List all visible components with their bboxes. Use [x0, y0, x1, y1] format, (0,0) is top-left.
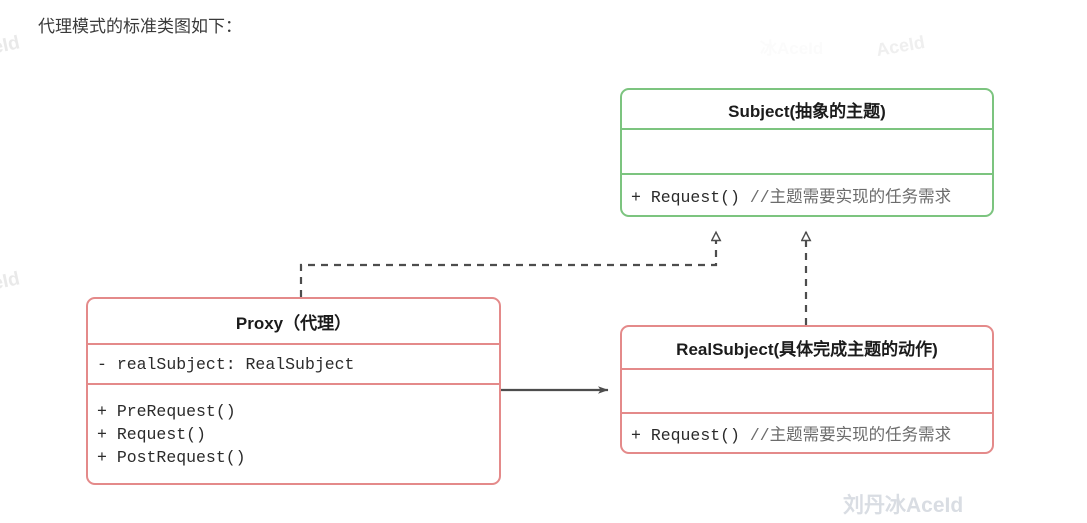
relation-proxy-realizes-subject — [299, 232, 716, 297]
method-row: + PostRequest() — [88, 446, 499, 469]
class-box-subject[interactable]: Subject(抽象的主题) + Request() //主题需要实现的任务需求 — [620, 88, 994, 217]
method-signature: Request() — [650, 426, 740, 445]
method-signature: PostRequest() — [116, 447, 246, 467]
method-visibility: + — [631, 426, 641, 445]
watermark-left-lower: ceId — [0, 268, 22, 297]
class-box-realsubject[interactable]: RealSubject(具体完成主题的动作) + Request() //主题需… — [620, 325, 994, 454]
class-methods-proxy: + PreRequest() + Request() + PostRequest… — [88, 383, 499, 483]
class-attributes-subject — [622, 128, 992, 173]
method-row: + Request() //主题需要实现的任务需求 — [622, 421, 951, 445]
class-methods-subject: + Request() //主题需要实现的任务需求 — [622, 173, 992, 215]
method-visibility: + — [97, 424, 107, 444]
watermark-top-right: AceId — [874, 31, 927, 61]
watermark-top-middle: 冰AceId — [760, 39, 824, 58]
method-visibility: + — [631, 188, 641, 207]
class-box-proxy[interactable]: Proxy（代理） - realSubject: RealSubject + P… — [86, 297, 501, 485]
method-signature: Request() — [650, 188, 740, 207]
attribute-signature: realSubject: RealSubject — [116, 354, 355, 374]
method-row: + Request() — [88, 423, 499, 446]
class-methods-realsubject: + Request() //主题需要实现的任务需求 — [622, 412, 992, 452]
watermark-author: 刘丹冰AceId — [843, 494, 964, 517]
method-row: + PreRequest() — [88, 400, 499, 423]
class-attributes-realsubject — [622, 368, 992, 412]
method-signature: Request() — [116, 424, 206, 444]
watermark-left-upper: ceId — [0, 32, 22, 61]
method-visibility: + — [97, 447, 107, 467]
class-title-realsubject: RealSubject(具体完成主题的动作) — [676, 340, 938, 359]
class-title-subject: Subject(抽象的主题) — [728, 101, 886, 121]
attribute-row: - realSubject: RealSubject — [88, 355, 354, 374]
class-attributes-proxy: - realSubject: RealSubject — [88, 343, 499, 383]
attribute-visibility: - — [97, 354, 107, 374]
method-comment: //主题需要实现的任务需求 — [749, 188, 952, 207]
method-comment: //主题需要实现的任务需求 — [749, 426, 952, 445]
page-title: 代理模式的标准类图如下： — [38, 17, 242, 36]
method-visibility: + — [97, 401, 107, 421]
class-title-proxy: Proxy（代理） — [235, 313, 352, 333]
method-signature: PreRequest() — [116, 401, 236, 421]
method-row: + Request() //主题需要实现的任务需求 — [622, 183, 951, 207]
